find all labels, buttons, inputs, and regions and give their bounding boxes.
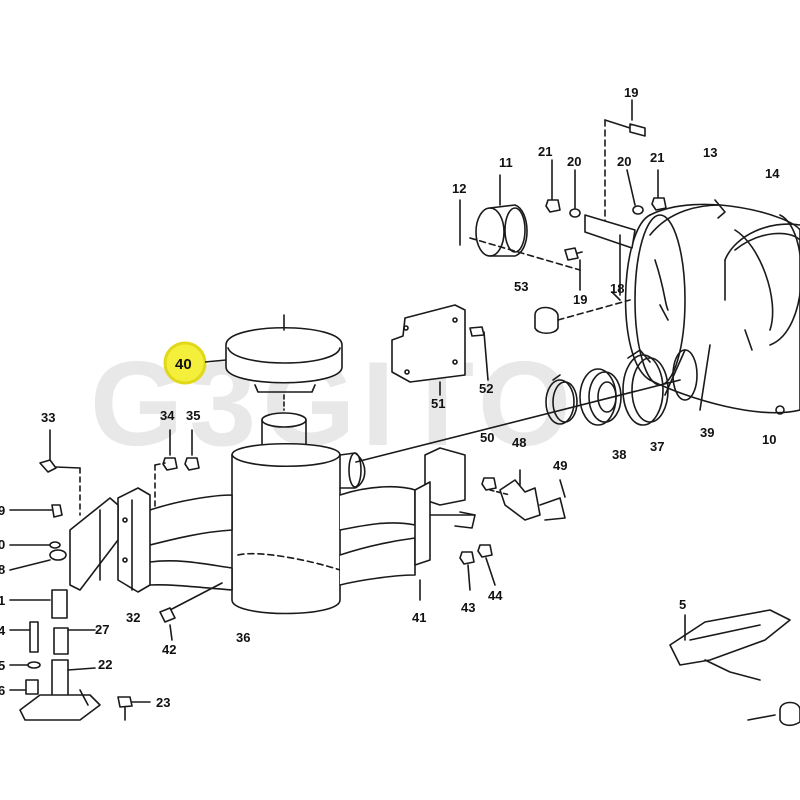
part-51-shield xyxy=(391,304,466,383)
label-48: 48 xyxy=(512,435,526,450)
callout-highlight-circle[interactable] xyxy=(163,341,207,385)
label-19: 19 xyxy=(624,85,638,100)
muffler xyxy=(624,199,800,415)
part-18-bracket xyxy=(584,214,636,249)
label-9: 9 xyxy=(0,503,5,518)
part-32-bracket xyxy=(117,487,151,593)
label-0: 0 xyxy=(0,537,5,552)
label-23: 23 xyxy=(156,695,170,710)
label-5: 5 xyxy=(0,658,5,673)
label-21: 21 xyxy=(538,144,552,159)
label-6: 6 xyxy=(0,683,5,698)
part-11-sleeve xyxy=(475,204,528,257)
label-18: 18 xyxy=(610,281,624,296)
label-22: 22 xyxy=(98,657,112,672)
label-14: 14 xyxy=(765,166,780,181)
label-12: 12 xyxy=(452,181,466,196)
part-39-clamp xyxy=(622,349,669,426)
label-13: 13 xyxy=(703,145,717,160)
label-37: 37 xyxy=(650,439,664,454)
label-52: 52 xyxy=(479,381,493,396)
callout-40[interactable]: 40 xyxy=(163,341,227,385)
label-20-b: 20 xyxy=(617,154,631,169)
label-33: 33 xyxy=(41,410,55,425)
part-41-bracket xyxy=(414,481,431,566)
label-21-b: 21 xyxy=(650,150,664,165)
label-43: 43 xyxy=(461,600,475,615)
label-44: 44 xyxy=(488,588,503,603)
label-51: 51 xyxy=(431,396,445,411)
part-40-precleaner-cap xyxy=(225,314,343,411)
label-50: 50 xyxy=(480,430,494,445)
label-42: 42 xyxy=(162,642,176,657)
label-11: 11 xyxy=(499,155,513,170)
label-53: 53 xyxy=(514,279,528,294)
label-36: 36 xyxy=(236,630,250,645)
part-53-cap xyxy=(534,299,631,335)
label-27: 27 xyxy=(95,622,109,637)
label-8: 8 xyxy=(0,562,5,577)
label-39: 39 xyxy=(700,425,714,440)
label-32: 32 xyxy=(126,610,140,625)
part-labels: 19 21 20 20 21 13 11 12 14 53 19 18 51 5… xyxy=(0,85,780,710)
part-5-frame xyxy=(669,609,791,666)
label-34: 34 xyxy=(160,408,175,423)
label-4: 4 xyxy=(0,623,6,638)
label-1: 1 xyxy=(0,593,5,608)
label-5-frame: 5 xyxy=(679,597,686,612)
label-20: 20 xyxy=(567,154,581,169)
label-19-b: 19 xyxy=(573,292,587,307)
label-10: 10 xyxy=(762,432,776,447)
label-49: 49 xyxy=(553,458,567,473)
label-38: 38 xyxy=(612,447,626,462)
part-48-bracket xyxy=(499,479,541,521)
label-35: 35 xyxy=(186,408,200,423)
callout-label: 40 xyxy=(175,356,192,373)
part-38-clamp xyxy=(545,374,578,425)
callout-leader-line xyxy=(204,359,227,363)
label-41: 41 xyxy=(412,610,426,625)
